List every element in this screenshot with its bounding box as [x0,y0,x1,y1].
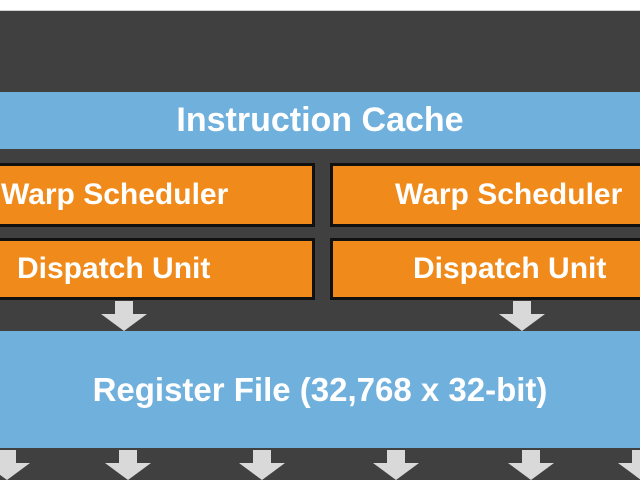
warp-scheduler-left-block: Warp Scheduler [0,163,315,227]
down-arrow-icon [373,450,419,480]
warp-scheduler-left-label: Warp Scheduler [1,178,229,211]
dispatch-unit-right-block: Dispatch Unit [330,238,640,300]
down-arrow-icon [239,450,285,480]
instruction-cache-block: Instruction Cache [0,92,640,149]
warp-scheduler-right-label: Warp Scheduler [395,178,623,211]
down-arrow-icon [618,450,640,480]
down-arrow-icon [101,301,147,331]
register-file-label: Register File (32,768 x 32-bit) [92,370,548,408]
register-file-block: Register File (32,768 x 32-bit) [0,331,640,448]
down-arrow-icon [508,450,554,480]
dispatch-unit-left-block: Dispatch Unit [0,238,315,300]
down-arrow-icon [0,450,30,480]
dispatch-unit-right-label: Dispatch Unit [413,252,607,285]
down-arrow-icon [499,301,545,331]
down-arrow-icon [105,450,151,480]
dispatch-unit-left-label: Dispatch Unit [17,252,211,285]
warp-scheduler-right-block: Warp Scheduler [330,163,640,227]
instruction-cache-label: Instruction Cache [176,101,464,139]
window-top-strip [0,0,640,11]
